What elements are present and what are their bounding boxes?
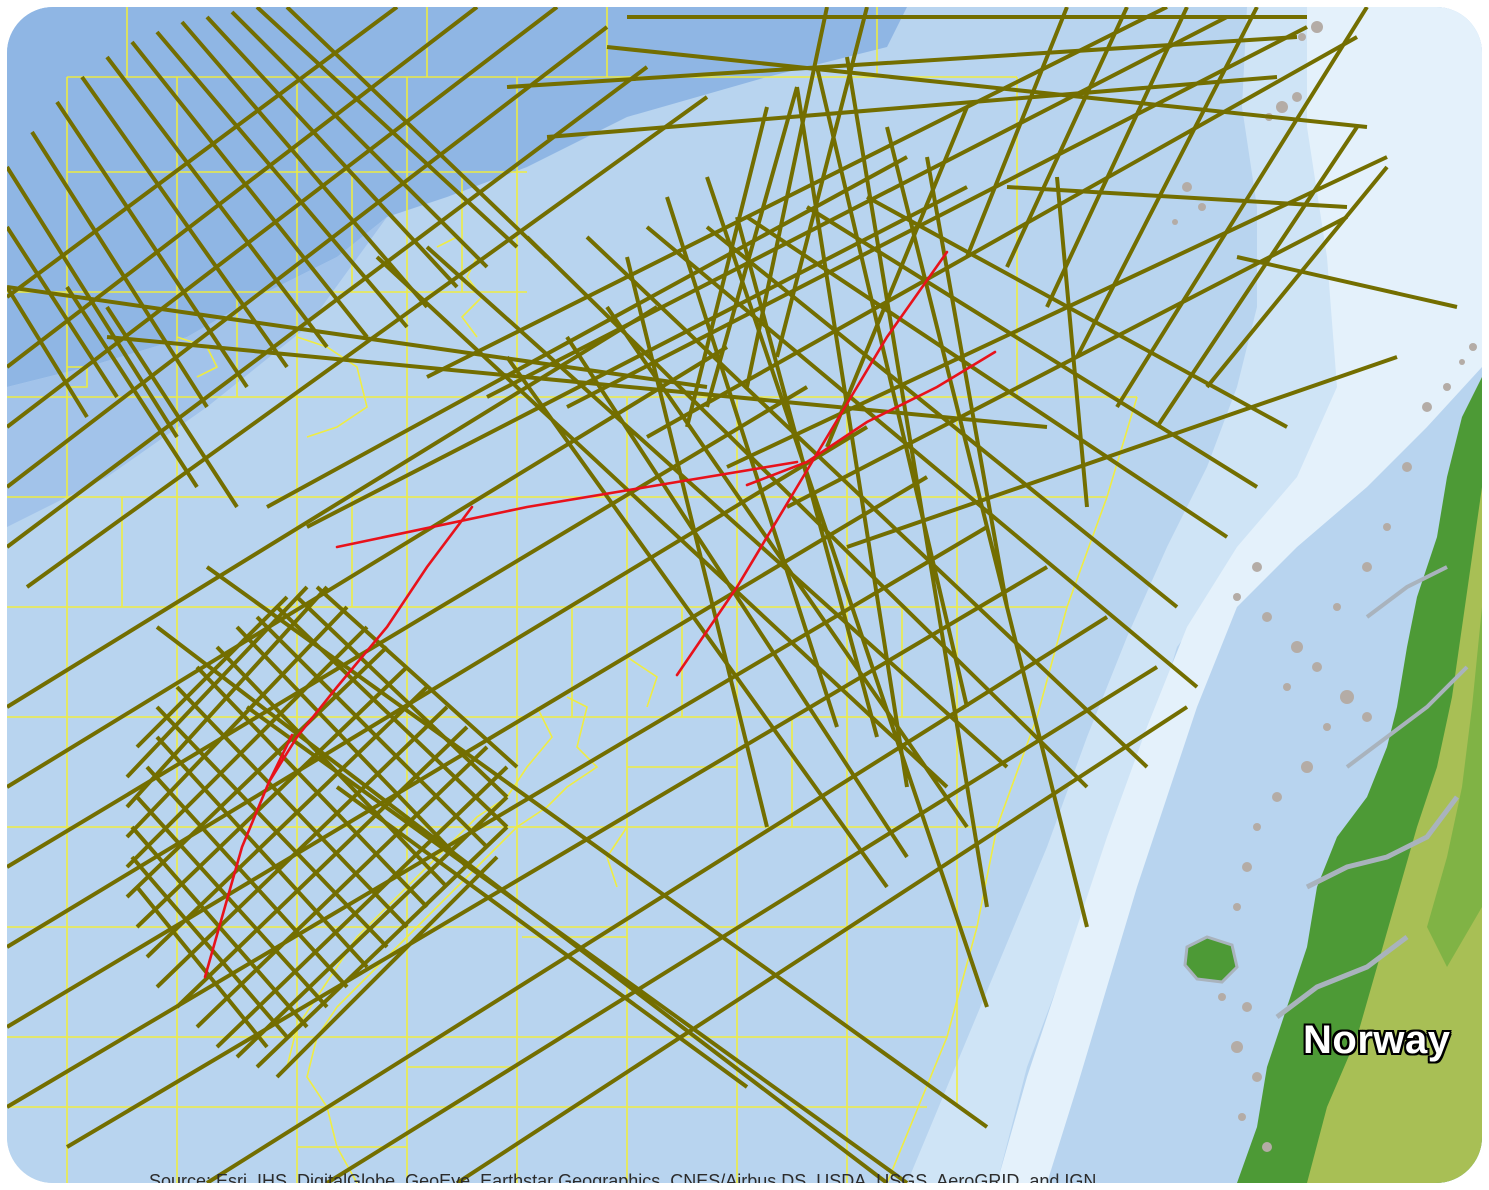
fjord-2 [1275, 935, 1409, 1019]
place-label-norway: Norway [1303, 1018, 1451, 1062]
highlight-line-3 [675, 250, 949, 677]
highlight-line-4 [745, 350, 997, 487]
block-subdivisions [121, 172, 903, 1148]
deep-water-trench [7, 217, 387, 527]
fjord-4 [1365, 565, 1448, 619]
map-frame[interactable]: Norway Source: Esri, IHS, DigitalGlobe, … [7, 7, 1482, 1183]
fjord-1 [1305, 795, 1459, 890]
map-canvas[interactable] [7, 7, 1482, 1183]
block-irregular-6 [606, 656, 658, 888]
highlight-lines [203, 250, 997, 979]
map-attribution: Source: Esri, IHS, DigitalGlobe, GeoEye,… [149, 1171, 1097, 1183]
block-outline-north [126, 7, 878, 77]
highlight-line-2 [203, 505, 474, 979]
dense-cluster-nw-family [130, 585, 519, 1049]
land-ridges [1427, 607, 1482, 967]
block-irregular-5 [67, 336, 219, 388]
block-outline-east [886, 396, 1138, 1183]
highlight-line-1 [335, 460, 799, 549]
survey-lines [7, 7, 1458, 1183]
land-highlands [1307, 487, 1482, 1183]
block-irregular-2 [296, 336, 368, 438]
fjord-3 [1345, 665, 1469, 769]
island-large [1183, 935, 1239, 984]
skerry-islands [1172, 21, 1477, 1152]
highlight-line-5 [267, 733, 294, 784]
block-irregular-3 [306, 696, 599, 1183]
